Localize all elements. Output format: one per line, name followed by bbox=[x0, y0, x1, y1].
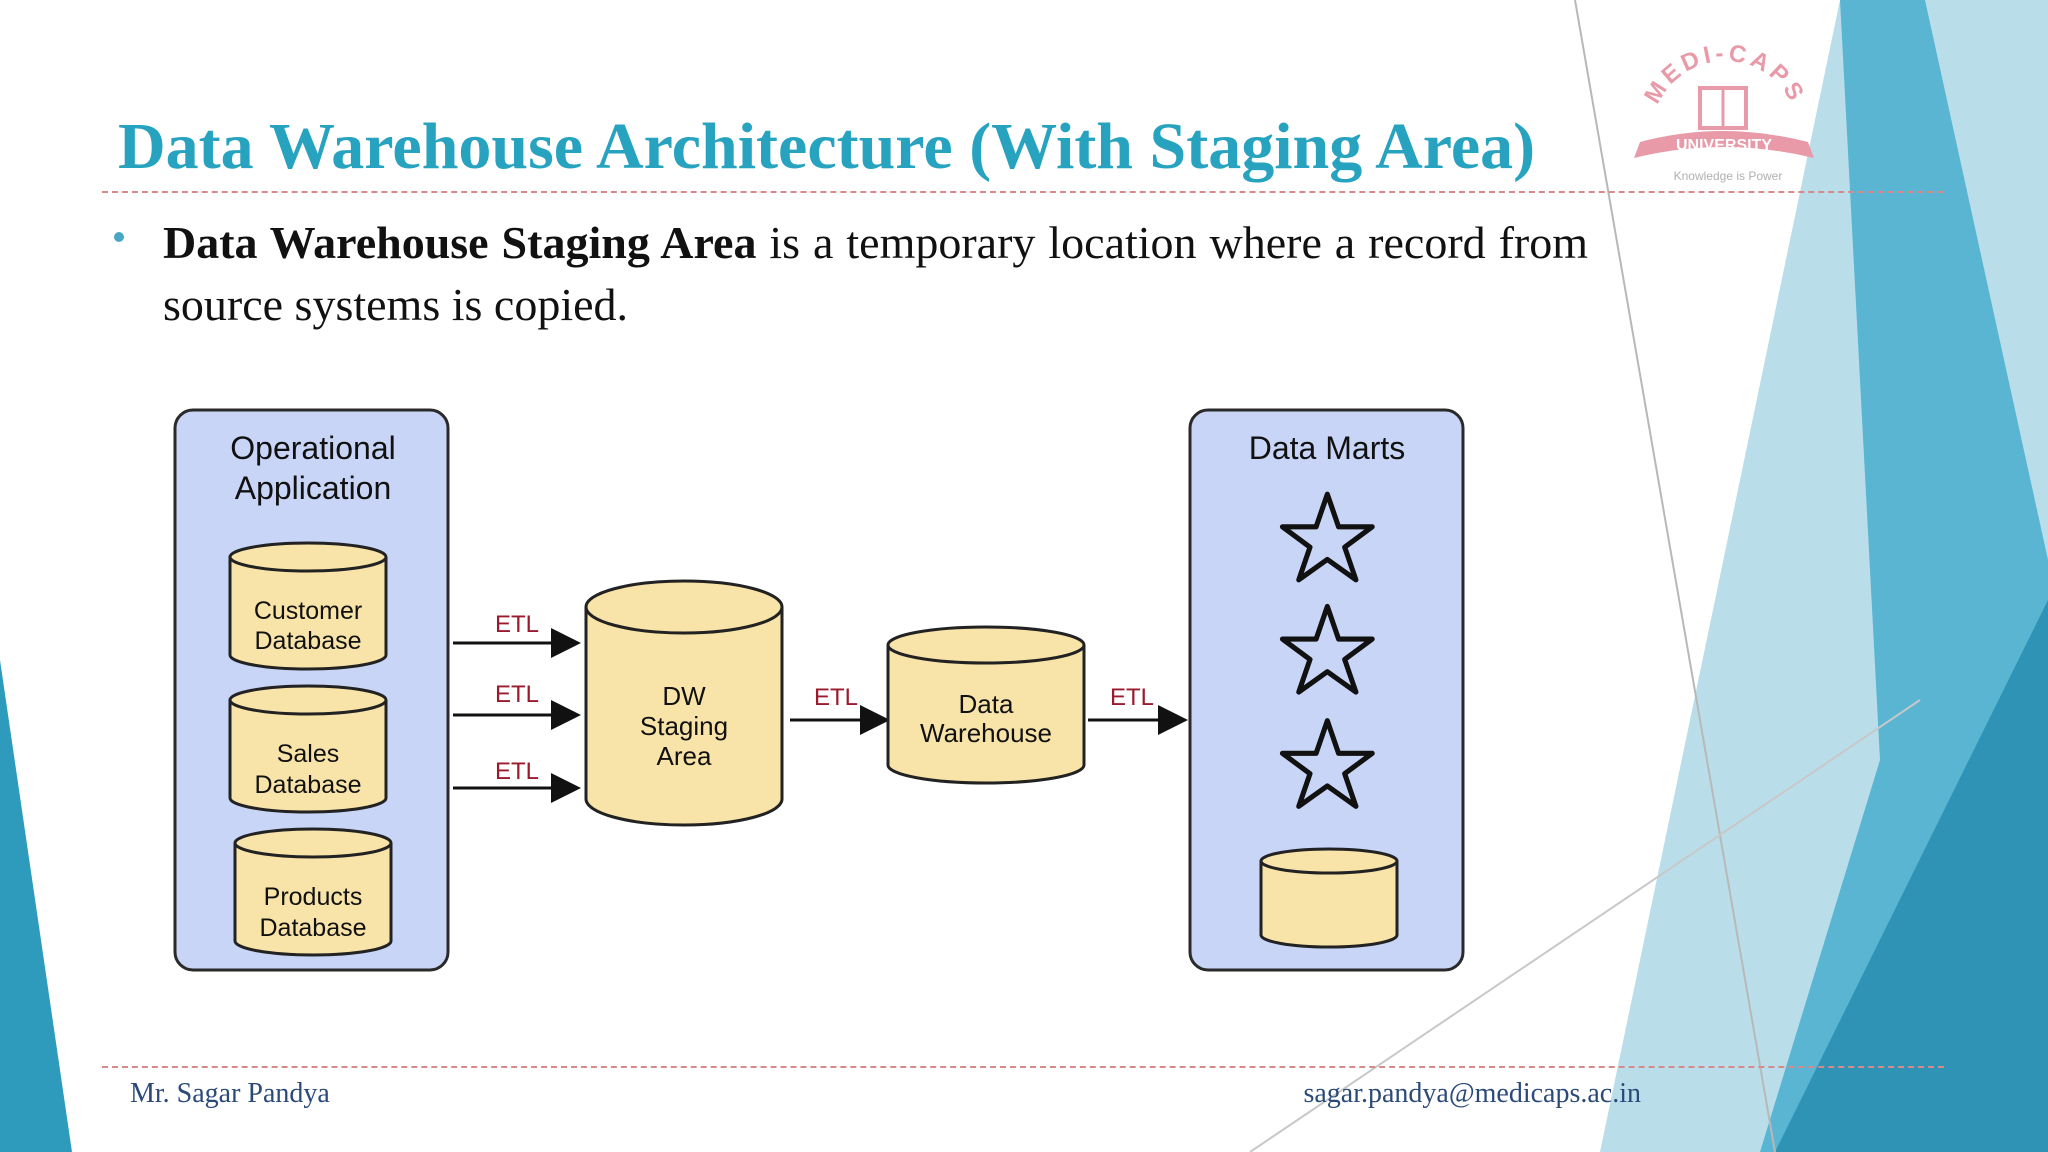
star-mart-icon-2 bbox=[1279, 603, 1375, 695]
etl-label-warehouse-marts: ETL bbox=[1110, 684, 1154, 711]
logo-banner-text: UNIVERSITY bbox=[1676, 137, 1772, 154]
right-dark-teal-shape bbox=[1775, 600, 2048, 1152]
staging-label-1: DW bbox=[662, 681, 706, 711]
bullet-text: Data Warehouse Staging Area is a tempora… bbox=[163, 212, 1588, 336]
customer-database-label-2: Database bbox=[254, 627, 361, 655]
group-title-line-1: Operational bbox=[230, 430, 395, 466]
top-divider bbox=[102, 191, 1944, 193]
warehouse-label-2: Warehouse bbox=[920, 718, 1052, 748]
products-database-label-1: Products bbox=[264, 883, 363, 911]
footer-email: sagar.pandya@medicaps.ac.in bbox=[1303, 1078, 1641, 1109]
staging-label-2: Staging bbox=[640, 711, 728, 741]
slide-title: Data Warehouse Architecture (With Stagin… bbox=[118, 110, 1536, 183]
etl-label-sales: ETL bbox=[495, 681, 539, 708]
sales-database-label-1: Sales bbox=[277, 740, 340, 768]
data-marts-title: Data Marts bbox=[1249, 430, 1405, 466]
right-diagonal-line-2 bbox=[1249, 699, 1921, 1152]
products-database-label-2: Database bbox=[259, 914, 366, 942]
star-mart-icon-1 bbox=[1279, 491, 1375, 583]
left-teal-shape bbox=[0, 660, 72, 1152]
bullet-description: is a temporary location where a record f… bbox=[163, 217, 1589, 330]
customer-database-label-1: Customer bbox=[254, 597, 362, 625]
svg-text:MEDI-CAPS: MEDI-CAPS bbox=[1639, 40, 1811, 109]
mart-database-icon bbox=[1259, 847, 1399, 949]
warehouse-label-1: Data bbox=[959, 689, 1014, 719]
staging-label-3: Area bbox=[657, 741, 712, 771]
logo-tagline: Knowledge is Power bbox=[1674, 169, 1783, 183]
university-logo: MEDI-CAPS UNIVERSITY Knowledge is Power bbox=[1634, 40, 1814, 183]
architecture-diagram: Operational Application Customer Databas… bbox=[173, 408, 1465, 972]
bullet-dot bbox=[114, 232, 124, 242]
data-marts-group bbox=[1188, 408, 1465, 972]
dw-staging-area: DW Staging Area bbox=[584, 579, 784, 827]
logo-banner bbox=[1634, 131, 1814, 158]
footer-author: Mr. Sagar Pandya bbox=[130, 1078, 330, 1109]
group-title-line-2: Application bbox=[235, 470, 392, 506]
etl-label-staging-warehouse: ETL bbox=[814, 684, 858, 711]
data-warehouse: Data Warehouse bbox=[886, 625, 1086, 785]
etl-label-products: ETL bbox=[495, 758, 539, 785]
logo-arc-text: MEDI-CAPS bbox=[1639, 40, 1807, 109]
star-mart-icon-3 bbox=[1279, 718, 1375, 809]
products-database: Products Database bbox=[233, 827, 393, 957]
customer-database: Customer Database bbox=[228, 541, 388, 671]
sales-database: Sales Database bbox=[228, 684, 388, 814]
bullet-bold-term: Data Warehouse Staging Area bbox=[163, 217, 757, 268]
etl-label-customer: ETL bbox=[495, 611, 539, 638]
bottom-divider bbox=[102, 1066, 1944, 1068]
sales-database-label-2: Database bbox=[254, 771, 361, 799]
